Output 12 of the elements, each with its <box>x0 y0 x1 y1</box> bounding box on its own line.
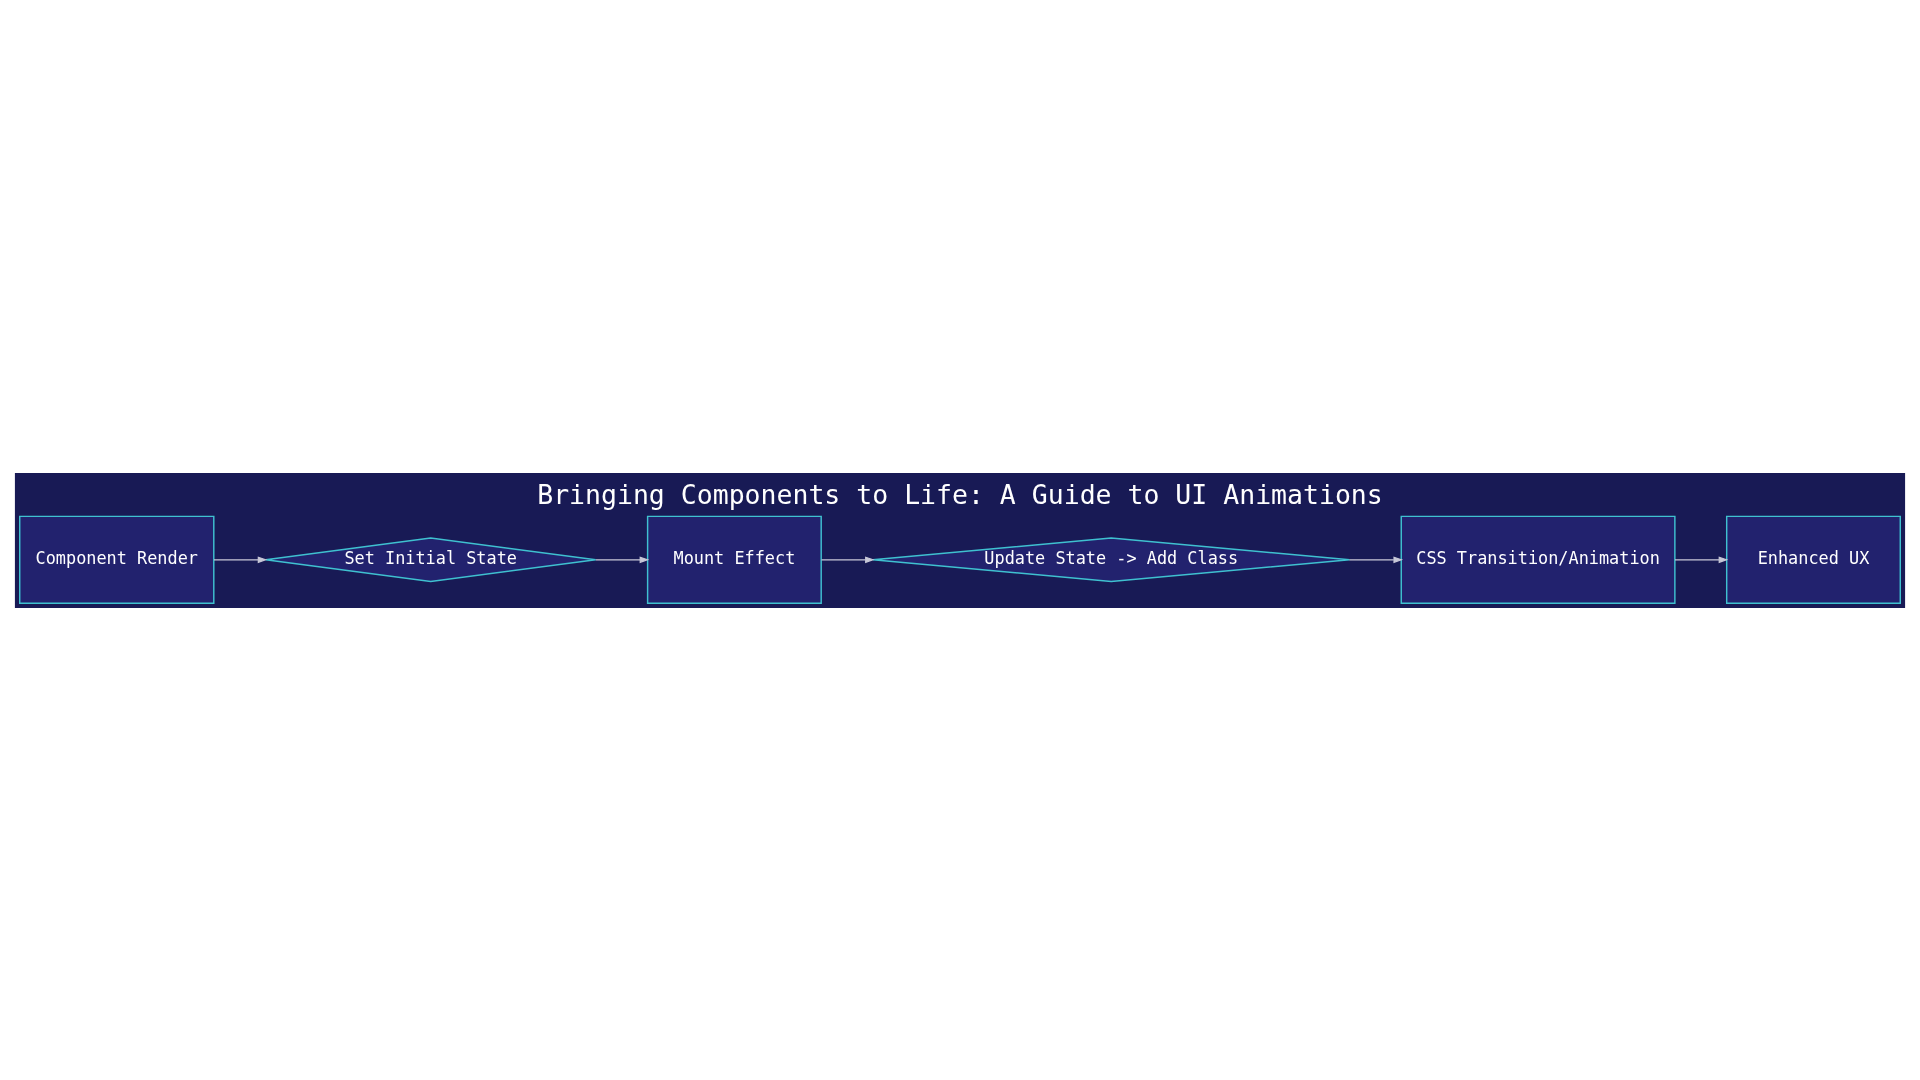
arrow <box>213 555 268 563</box>
node-diamond: Set Initial State <box>264 536 597 582</box>
arrow <box>595 555 650 563</box>
diagram-title: Bringing Components to Life: A Guide to UI Animations <box>537 478 1383 510</box>
arrow <box>1348 555 1404 563</box>
arrow <box>1674 555 1729 563</box>
node-box: CSS Transition/Animation <box>1400 515 1676 604</box>
node-diamond: Update State -> Add Class <box>872 536 1351 582</box>
arrow <box>820 555 875 563</box>
node-box: Enhanced UX <box>1725 515 1901 604</box>
node-box: Component Render <box>19 515 215 604</box>
node-box: Mount Effect <box>646 515 822 604</box>
